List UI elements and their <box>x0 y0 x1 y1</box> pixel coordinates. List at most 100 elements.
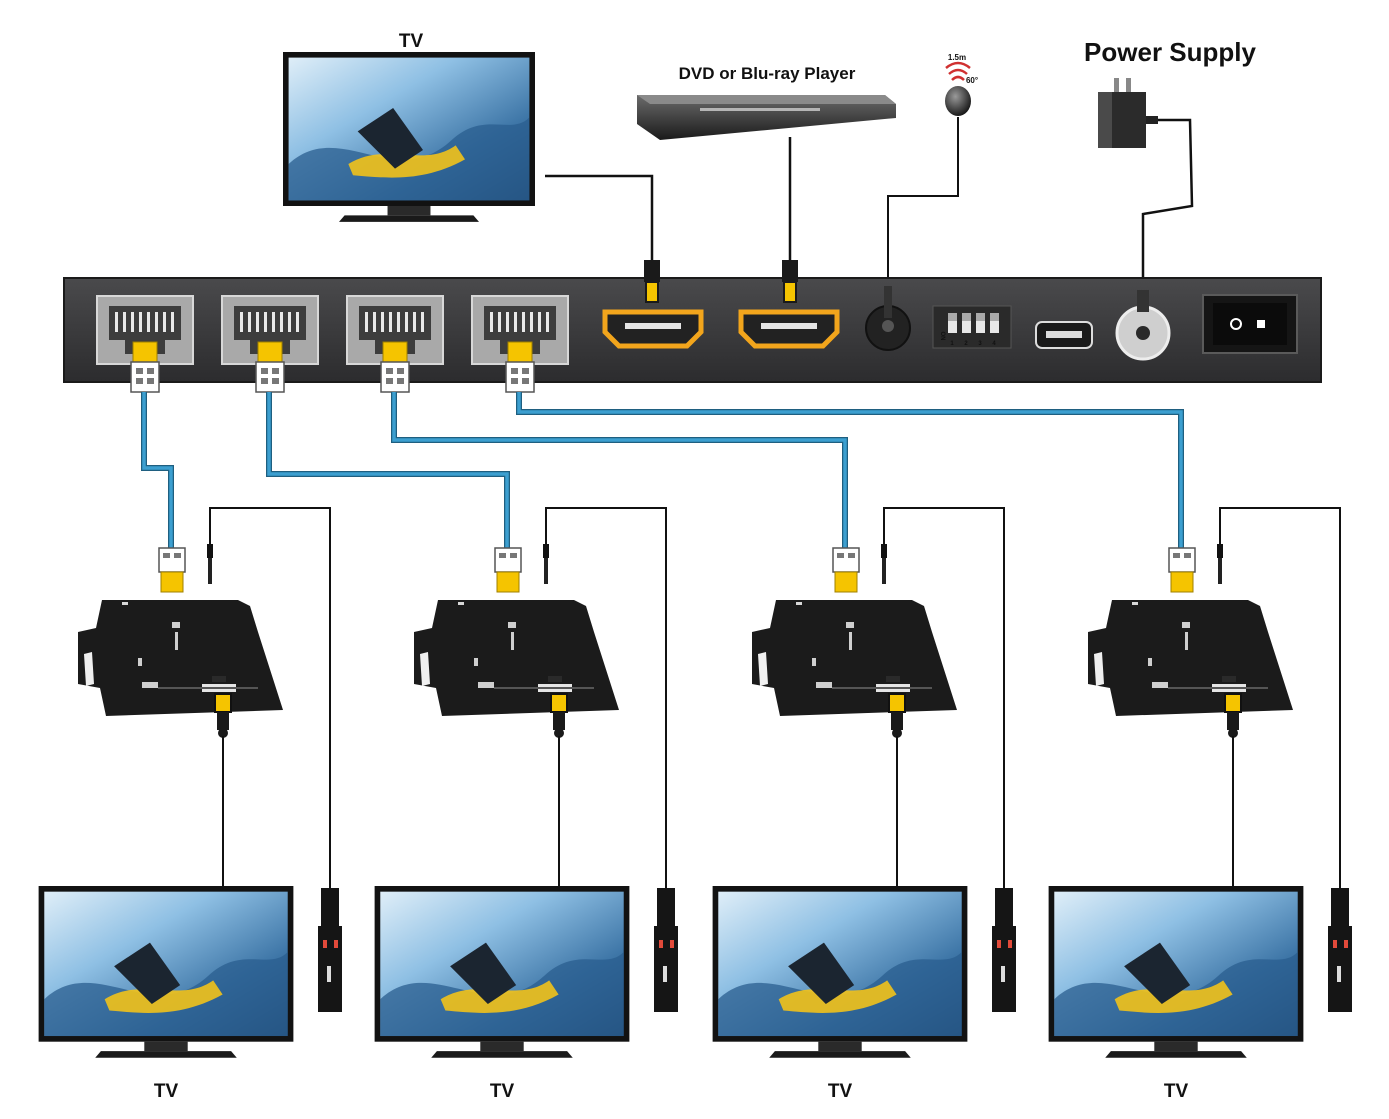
cat-cable-2-outline <box>266 392 510 548</box>
rj45-plug-receiver-2 <box>494 547 522 593</box>
hdmi-plug-tv-tip <box>645 281 659 303</box>
ir-blaster-2 <box>654 888 678 1012</box>
rj45-plug-receiver-contact-b-1 <box>174 553 181 558</box>
rj45-plug-receiver-body-3 <box>832 547 860 573</box>
hdmi-input-port <box>738 309 840 349</box>
dip-switch-lever-3 <box>976 313 985 333</box>
power-supply: Power Supply <box>1084 37 1256 148</box>
bottom-tv-2 <box>374 886 630 1058</box>
bottom-tv-label-1: TV <box>154 1081 179 1102</box>
dip-switch-number-3: 3 <box>978 341 982 347</box>
cat-cable-1-outline <box>141 392 174 548</box>
ir-wave-outer <box>945 61 971 69</box>
service-port-pins <box>1046 331 1082 338</box>
rj45-plug-panel-3 <box>380 341 410 393</box>
receiver-unit-3: TV <box>391 392 1016 1102</box>
ir-blaster-led-b-4 <box>1344 940 1348 948</box>
receiver-body-1 <box>78 600 283 716</box>
dvd-player-tray <box>700 108 820 111</box>
ir-plug-tip-3 <box>882 558 886 584</box>
ir-distance-label: 1.5m <box>948 53 966 62</box>
hdmi-input-port-pins <box>761 323 817 329</box>
dc-power-jack-hole <box>1136 326 1150 340</box>
ir-wire-1 <box>209 507 331 888</box>
power-switch-on-mark <box>1257 320 1265 328</box>
dvd-player: DVD or Blu-ray Player <box>637 64 896 140</box>
receiver-body-4 <box>1088 600 1293 716</box>
receiver-hdmi-ferrite-4 <box>1228 728 1238 738</box>
rj45-plug-receiver-contact-b-4 <box>1184 553 1191 558</box>
ir-blaster-mark-2 <box>663 966 667 982</box>
rj45-plug-receiver-3 <box>832 547 860 593</box>
power-adapter-prong-right <box>1126 78 1131 94</box>
bottom-tv-label-2: TV <box>490 1081 515 1102</box>
rj45-plug-receiver-tip-1 <box>160 571 184 593</box>
ir-blaster-head-4 <box>1331 888 1349 926</box>
cat-cable-4-outline <box>516 392 1184 548</box>
cat-cable-1-core <box>142 392 173 548</box>
wire-ir-to-panel <box>887 117 959 288</box>
ir-angle-label: 60° <box>966 76 978 85</box>
rj45-plug-receiver-contact-a-3 <box>837 553 844 558</box>
cat-cable-2-core <box>267 392 509 548</box>
ir-jack-plug <box>884 286 892 318</box>
receiver-body-3 <box>752 600 957 716</box>
cat-cable-4-core <box>517 392 1183 548</box>
hdmi-output-port <box>602 309 704 349</box>
dvd-player-label: DVD or Blu-ray Player <box>679 64 856 83</box>
ir-blaster-led-a-1 <box>323 940 327 948</box>
receiver-hdmi-ferrite-2 <box>554 728 564 738</box>
receiver-hdmi-boot-4 <box>1227 712 1239 730</box>
ir-blaster-led-b-1 <box>334 940 338 948</box>
bottom-tv-1 <box>38 886 294 1058</box>
ir-blaster-led-a-2 <box>659 940 663 948</box>
power-adapter-strain-relief <box>1146 116 1158 124</box>
receiver-hdmi-ferrite-1 <box>218 728 228 738</box>
ir-plug-body-3 <box>881 544 887 558</box>
rj45-plug-receiver-tip-4 <box>1170 571 1194 593</box>
top-tv: TV <box>283 31 535 222</box>
ir-blaster-3 <box>992 888 1016 1012</box>
cat-cable-2 <box>266 392 510 548</box>
rj45-plug-receiver-contact-b-3 <box>848 553 855 558</box>
receiver-hdmi-boot-1 <box>217 712 229 730</box>
ir-blaster-led-b-2 <box>670 940 674 948</box>
receiver-hdmi-boot-3 <box>891 712 903 730</box>
bottom-tv-3 <box>712 886 968 1058</box>
ir-receiver-icon <box>945 86 971 116</box>
receiver-hdmi-plug-3 <box>888 693 906 713</box>
ir-wire-3 <box>883 507 1005 888</box>
ir-blaster-head-1 <box>321 888 339 926</box>
power-switch-off-mark <box>1230 318 1242 330</box>
power-adapter-prong-left <box>1114 78 1119 94</box>
dip-switch-lever-top-2 <box>962 313 971 321</box>
rj45-plug-receiver-contact-b-2 <box>510 553 517 558</box>
dip-switch-number-2: 2 <box>964 341 968 347</box>
cat-cable-3-outline <box>391 392 848 548</box>
dip-switch-lever-top-4 <box>990 313 999 321</box>
ir-plug-body-1 <box>207 544 213 558</box>
receiver-unit-2: TV <box>266 392 678 1102</box>
receiver-unit-1: TV <box>38 392 342 1102</box>
hdmi-plug-tv-body <box>644 260 660 282</box>
top-tv-label: TV <box>399 31 424 52</box>
ir-blaster-led-b-3 <box>1008 940 1012 948</box>
rj45-plug-receiver-tip-2 <box>496 571 520 593</box>
rj45-plug-receiver-body-4 <box>1168 547 1196 573</box>
ir-blaster-mark-4 <box>1337 966 1341 982</box>
hdmi-plug-tv <box>644 260 660 303</box>
dip-switch-lever-1 <box>948 313 957 333</box>
ir-blaster-mark-1 <box>327 966 331 982</box>
receiver-unit-4: TV <box>516 392 1352 1102</box>
hdmi-plug-dvd-tip <box>783 281 797 303</box>
ir-plug-tip-1 <box>208 558 212 584</box>
bottom-tv-label-4: TV <box>1164 1081 1189 1102</box>
dip-switch-lever-top-3 <box>976 313 985 321</box>
dip-switch-on-label: ON <box>939 332 945 341</box>
dip-switch-lever-top-1 <box>948 313 957 321</box>
ir-receiver: 1.5m 60° <box>945 53 978 116</box>
ir-plug-body-4 <box>1217 544 1223 558</box>
